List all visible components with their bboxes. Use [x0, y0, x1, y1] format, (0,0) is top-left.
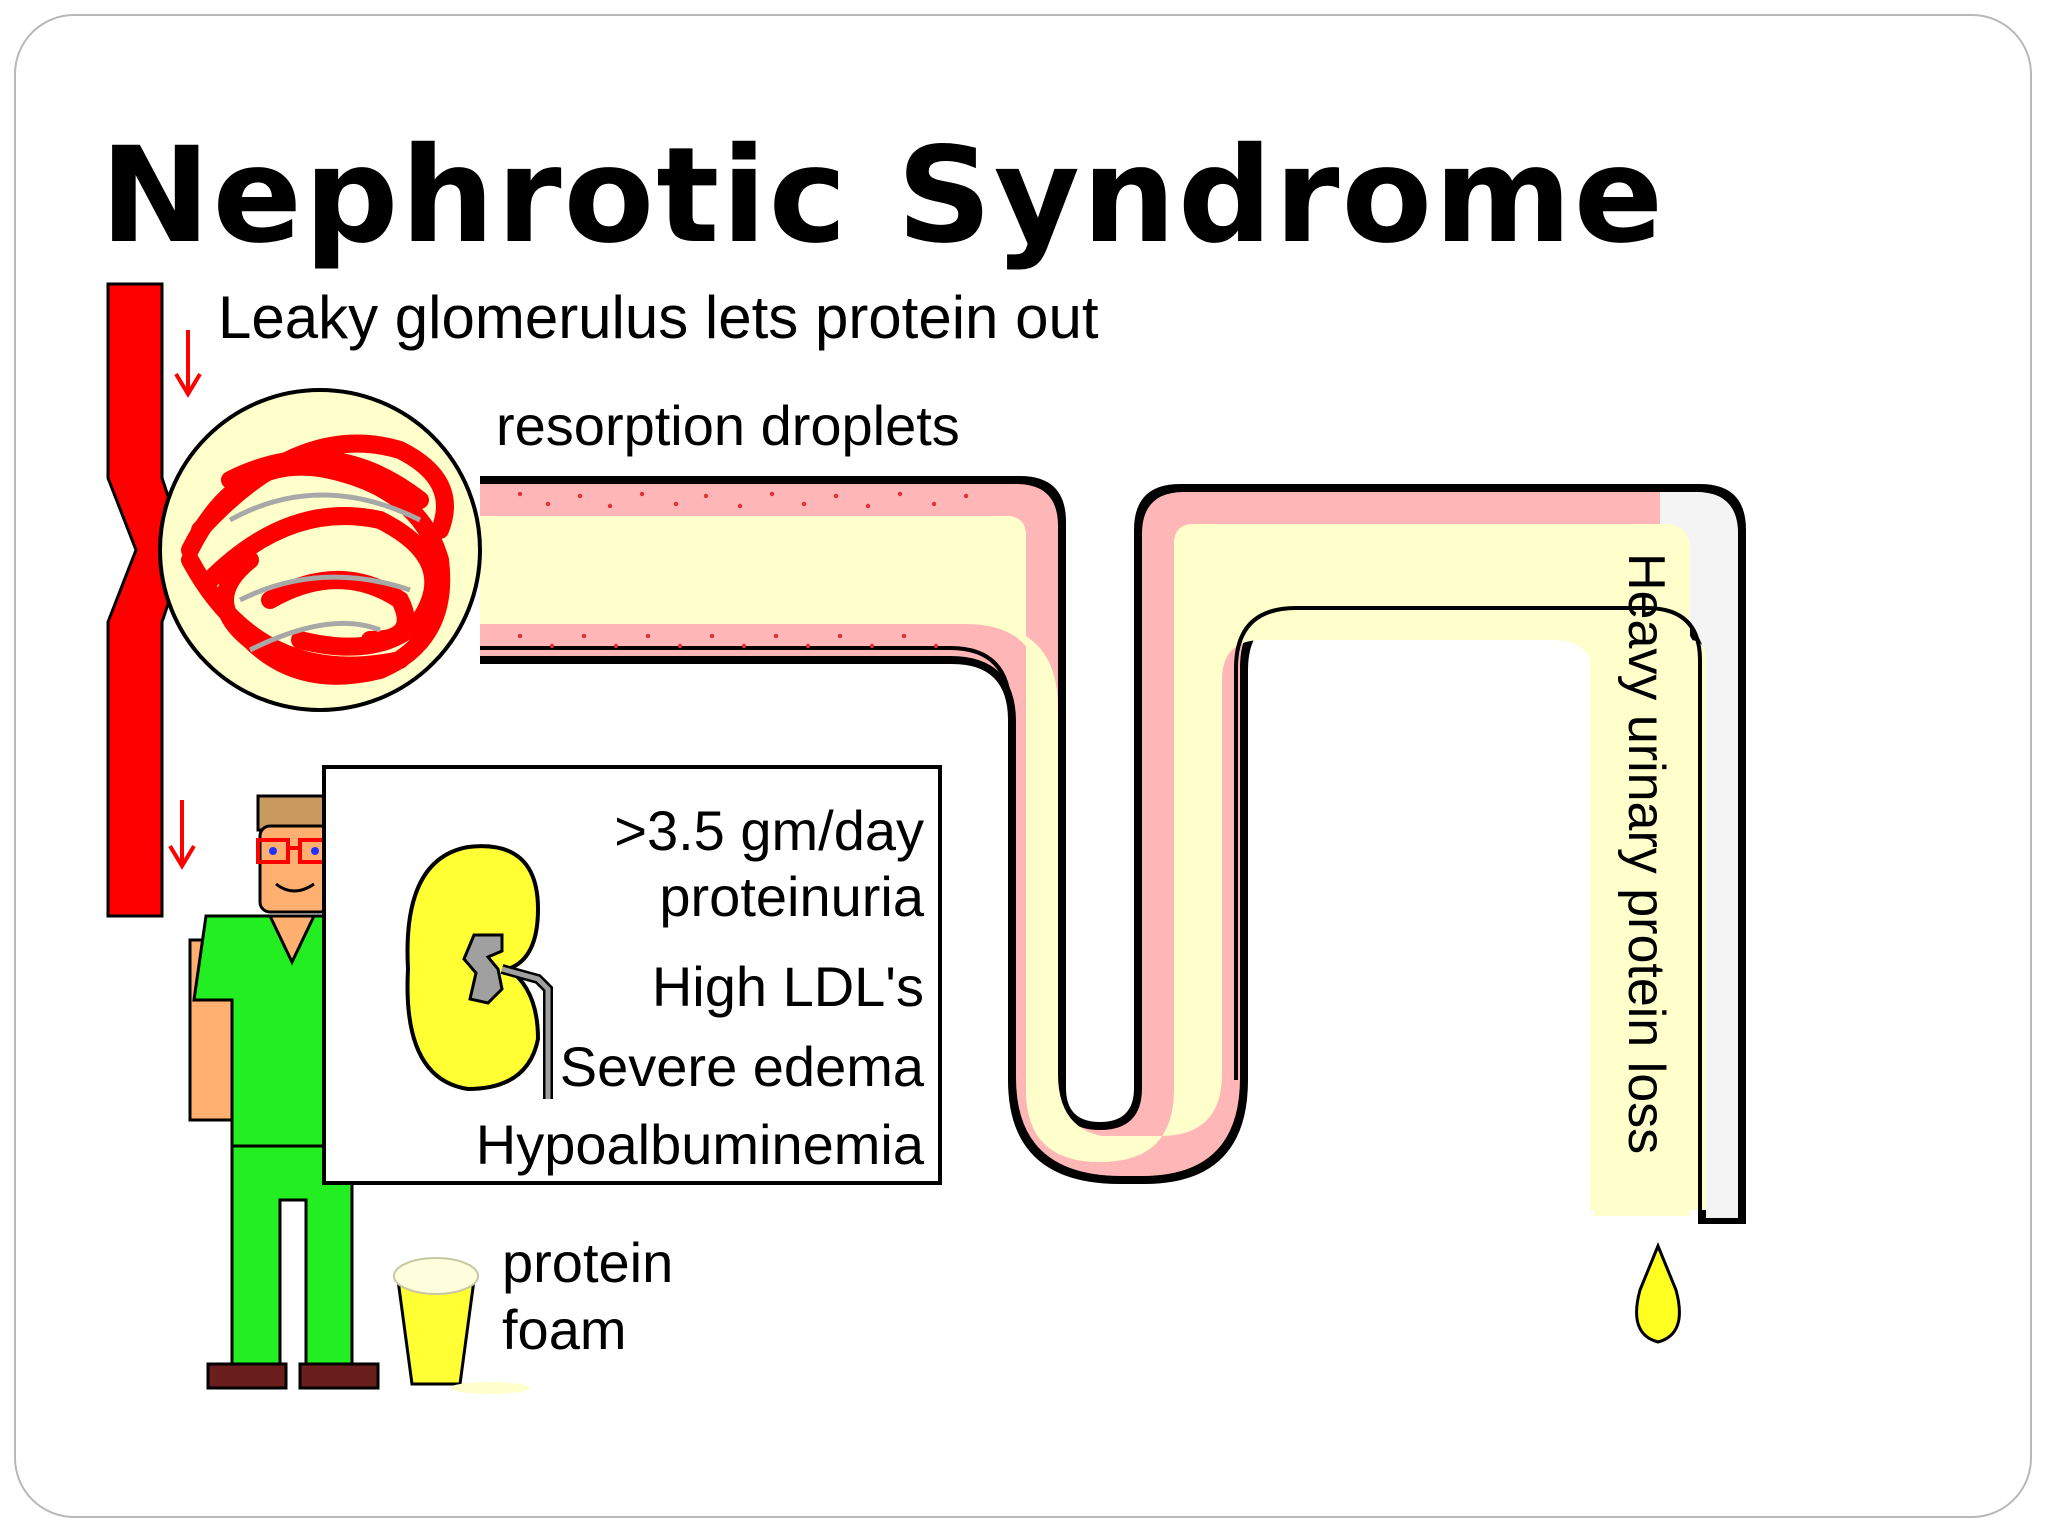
protein-foam-glass	[393, 1257, 530, 1394]
finding-high-ldl: High LDL's	[651, 955, 924, 1018]
renal-tubule	[480, 476, 1746, 1224]
resorption-droplets-label: resorption droplets	[496, 394, 960, 457]
tubule-wall-distal	[1660, 492, 1738, 1218]
urine-drop-icon	[1635, 1242, 1681, 1344]
leaky-glomerulus-label: Leaky glomerulus lets protein out	[218, 284, 1099, 351]
finding-proteinuria: proteinuria	[659, 865, 924, 928]
tubule-outline	[480, 476, 1746, 1224]
slide-title: Nephrotic Syndrome	[100, 119, 1666, 273]
finding-edema: Severe edema	[559, 1035, 924, 1098]
glomerulus	[158, 388, 482, 712]
down-arrow-icon	[168, 800, 196, 870]
resorption-droplets	[517, 491, 969, 649]
finding-proteinuria-amount: >3.5 gm/day	[614, 799, 924, 862]
findings-box: >3.5 gm/day proteinuria High LDL's Sever…	[322, 765, 942, 1185]
urinary-loss-label: Heavy urinary protein loss	[1617, 553, 1675, 1155]
foam-label-line2: foam	[502, 1298, 627, 1361]
kidney-icon	[405, 844, 553, 1099]
tubule-lumen-clean	[480, 516, 1690, 1216]
foam-label-line1: protein	[502, 1231, 674, 1294]
finding-hypoalbuminemia: Hypoalbuminemia	[475, 1113, 924, 1176]
down-arrow-icon	[174, 330, 202, 398]
blood-vessel	[106, 282, 188, 918]
